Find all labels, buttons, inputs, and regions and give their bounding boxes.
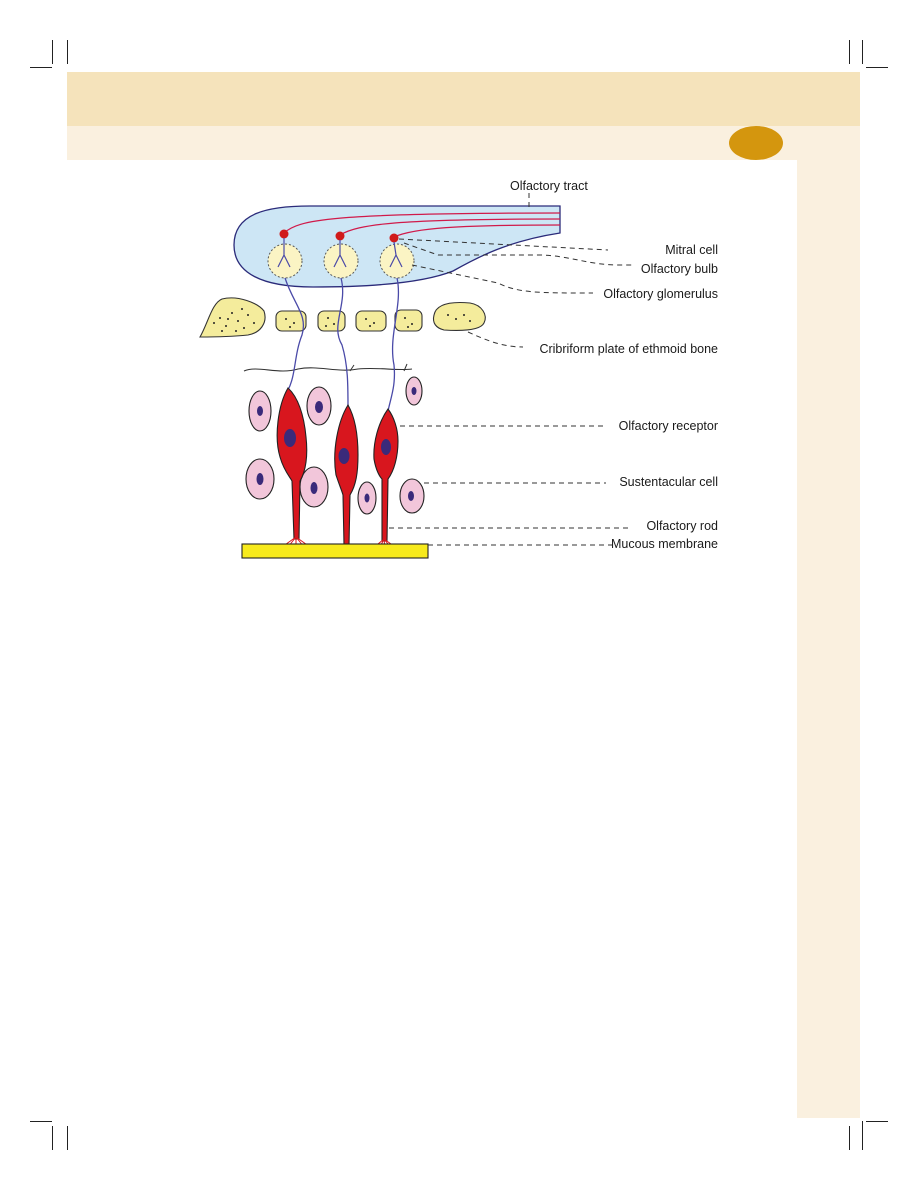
crop-mark [866, 67, 888, 68]
page-tab [729, 126, 783, 160]
mucous-membrane-band [242, 544, 428, 558]
olfactory-receptors [277, 388, 398, 545]
label-olfactory-tract: Olfactory tract [510, 179, 588, 193]
glomeruli [268, 244, 414, 278]
crop-mark [862, 40, 863, 64]
crop-mark [866, 1121, 888, 1122]
label-olfactory-bulb: Olfactory bulb [641, 262, 718, 276]
label-olfactory-receptor: Olfactory receptor [619, 419, 718, 433]
label-olfactory-glomerulus: Olfactory glomerulus [603, 287, 718, 301]
crop-mark [30, 1121, 52, 1122]
crop-mark [849, 1126, 850, 1150]
label-mitral-cell: Mitral cell [665, 243, 718, 257]
label-sustentacular-cell: Sustentacular cell [619, 475, 718, 489]
crop-mark [862, 1121, 863, 1150]
crop-mark [52, 40, 53, 64]
label-olfactory-rod: Olfactory rod [646, 519, 718, 533]
olfactory-pathway-figure: Olfactory tract Mitral cell Olfactory bu… [198, 175, 723, 565]
epithelium-surface [244, 368, 412, 371]
crop-mark [67, 40, 68, 64]
cribriform-plate [200, 298, 485, 337]
label-cribriform-plate: Cribriform plate of ethmoid bone [539, 342, 718, 356]
crop-mark [52, 1126, 53, 1150]
receptor-axons [285, 278, 398, 411]
label-mucous-membrane: Mucous membrane [611, 537, 718, 551]
crop-mark [30, 67, 52, 68]
header-band [67, 72, 860, 126]
crop-mark [849, 40, 850, 64]
crop-mark [67, 1126, 68, 1150]
side-margin-band [797, 160, 860, 1118]
